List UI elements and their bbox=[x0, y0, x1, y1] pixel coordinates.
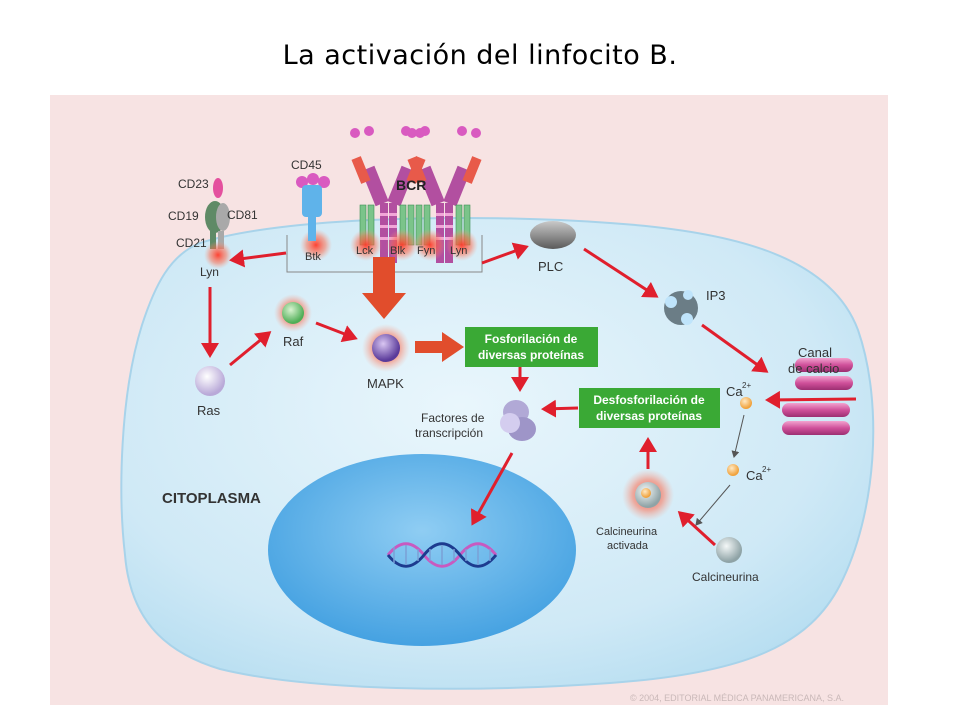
label-fyn: Fyn bbox=[417, 245, 435, 257]
fosforilacion-box bbox=[465, 327, 598, 367]
label-raf: Raf bbox=[283, 334, 304, 349]
plc-molecule bbox=[530, 221, 576, 249]
cd19-cd21-cd81-complex bbox=[204, 178, 232, 269]
signal-arrows bbox=[201, 242, 857, 547]
mapk-molecule bbox=[362, 324, 410, 372]
label-bcr: BCR bbox=[396, 177, 426, 193]
calcium-ion bbox=[740, 397, 752, 409]
raf-molecule bbox=[274, 294, 312, 332]
transcription-factors-molecule bbox=[500, 400, 536, 441]
label-cd81: CD81 bbox=[227, 208, 258, 222]
label-ca-charge: 2+ bbox=[742, 381, 751, 390]
label-lyn: Lyn bbox=[450, 245, 467, 257]
label-lyn-left: Lyn bbox=[200, 265, 219, 279]
label-citoplasma: CITOPLASMA bbox=[162, 490, 261, 507]
copyright-text: © 2004, EDITORIAL MÉDICA PANAMERICANA, S… bbox=[630, 693, 844, 703]
label-ip3: IP3 bbox=[706, 288, 726, 303]
label-ras: Ras bbox=[197, 403, 221, 418]
bcr-kinase-glows bbox=[300, 229, 478, 261]
nucleus bbox=[268, 454, 576, 646]
ras-molecule bbox=[195, 366, 225, 396]
label-cd45: CD45 bbox=[291, 158, 322, 172]
desfosforilacion-box bbox=[579, 388, 720, 428]
label-ca-2-charge: 2+ bbox=[762, 465, 771, 474]
label-calcineurina: Calcineurina bbox=[692, 570, 759, 584]
cd45-receptor bbox=[296, 173, 330, 241]
fosforilacion-line1: Fosforilación de bbox=[485, 332, 578, 346]
arrow-mapk-to-fosfo bbox=[415, 332, 464, 362]
slide-title: La activación del linfocito B. bbox=[282, 40, 678, 71]
arrow-channel-to-ca bbox=[765, 390, 857, 409]
dna-helix-icon bbox=[386, 542, 498, 568]
arrow-raf-to-mapk bbox=[315, 321, 358, 343]
label-btk: Btk bbox=[305, 251, 321, 263]
label-factores-line2: transcripción bbox=[415, 426, 483, 440]
fosforilacion-line2: diversas proteínas bbox=[478, 348, 584, 362]
arrow-calcineurin-to-calcact bbox=[677, 510, 717, 547]
label-lck: Lck bbox=[356, 245, 374, 257]
label-cd19: CD19 bbox=[168, 209, 199, 223]
arrow-desfosfo-to-factores bbox=[541, 399, 579, 418]
desfosforilacion-line1: Desfosforilación de bbox=[593, 393, 705, 407]
arrow-plc-to-ip3 bbox=[583, 247, 659, 298]
label-cd23: CD23 bbox=[178, 177, 209, 191]
ip3-molecule bbox=[664, 290, 698, 325]
label-plc: PLC bbox=[538, 259, 563, 274]
label-mapk: MAPK bbox=[367, 376, 404, 391]
arrow-ip3-to-ca bbox=[701, 323, 769, 373]
calcium-ion-2 bbox=[727, 464, 739, 476]
label-calc-act-line2: activada bbox=[607, 540, 649, 552]
arrow-ras-to-raf bbox=[229, 331, 272, 367]
calcium-channel bbox=[782, 358, 853, 435]
label-ca: Ca bbox=[726, 384, 743, 399]
arrow-ca2-to-calcact bbox=[695, 484, 731, 526]
calcineurin-molecule bbox=[716, 537, 742, 563]
arrow-bcr-to-mapk bbox=[362, 257, 406, 319]
label-factores-line1: Factores de bbox=[421, 411, 485, 425]
arrow-ca-to-ca2 bbox=[731, 414, 745, 458]
label-cd21: CD21 bbox=[176, 236, 207, 250]
desfosforilacion-line2: diversas proteínas bbox=[596, 409, 702, 423]
arrow-bracket-to-plc bbox=[481, 242, 529, 265]
label-calc-act-line1: Calcineurina bbox=[596, 526, 658, 538]
label-ca-2: Ca bbox=[746, 468, 763, 483]
arrow-bracket-to-lyn bbox=[229, 249, 287, 268]
label-canal-line2: de calcio bbox=[788, 361, 839, 376]
label-canal-line1: Canal bbox=[798, 345, 832, 360]
label-blk: Blk bbox=[390, 245, 406, 257]
calcineurin-activated-molecule bbox=[622, 469, 674, 521]
arrow-factores-to-nucleus bbox=[470, 452, 514, 526]
bcr-antibody-right bbox=[407, 126, 482, 263]
b-cell-activation-diagram: CD23 CD19 CD81 CD21 Lyn CD45 Btk Lck Blk… bbox=[50, 95, 888, 705]
